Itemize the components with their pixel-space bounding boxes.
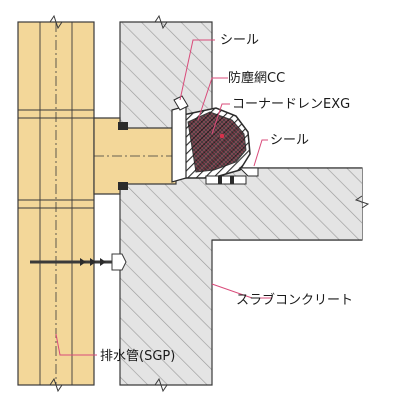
label-corner-drain: コーナードレンEXG	[232, 97, 350, 112]
anchor-bolt-icon	[30, 253, 127, 271]
branch-pipe	[93, 117, 180, 195]
drain-pipe	[17, 14, 95, 393]
break-mark-icon	[154, 14, 370, 393]
accent-dot	[219, 133, 225, 139]
label-seal-right: シール	[270, 133, 309, 148]
corner-drain-body	[171, 95, 259, 185]
label-dust-net: 防塵網CC	[228, 70, 285, 86]
leader-lines	[55, 39, 272, 356]
label-slab: スラブコンクリート	[236, 292, 353, 308]
label-drain-pipe: 排水管(SGP)	[100, 349, 175, 364]
label-seal-top: シール	[220, 33, 259, 48]
